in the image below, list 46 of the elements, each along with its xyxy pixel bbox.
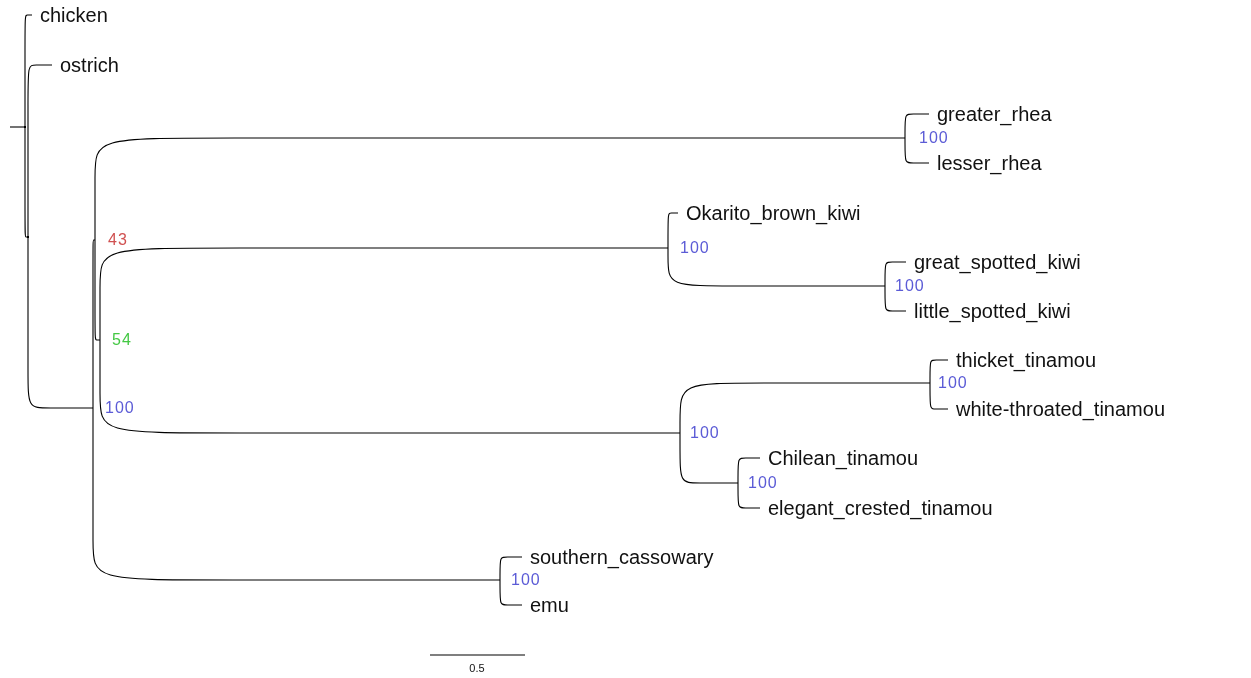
tree-branch bbox=[929, 359, 949, 384]
taxon-label: ostrich bbox=[52, 53, 119, 77]
tree-branch bbox=[27, 236, 94, 409]
tree-branch bbox=[904, 137, 930, 164]
tree-branch bbox=[679, 432, 739, 484]
bootstrap-value: 100 bbox=[930, 374, 968, 392]
tree-branch bbox=[99, 247, 669, 341]
taxon-label: emu bbox=[522, 593, 569, 617]
bootstrap-value: 100 bbox=[738, 474, 778, 492]
tree-branch bbox=[499, 556, 523, 581]
tree-branch bbox=[884, 261, 907, 287]
taxon-label: great_spotted_kiwi bbox=[906, 250, 1081, 274]
tree-branch bbox=[99, 339, 681, 434]
taxon-label: Chilean_tinamou bbox=[760, 446, 919, 470]
taxon-label: lesser_rhea bbox=[929, 151, 1042, 175]
tree-branch bbox=[679, 382, 931, 434]
taxon-label: white-throated_tinamou bbox=[948, 397, 1165, 421]
bootstrap-value: 43 bbox=[95, 231, 128, 249]
tree-branch bbox=[92, 239, 96, 409]
bootstrap-value: 100 bbox=[500, 571, 541, 589]
taxon-label: elegant_crested_tinamou bbox=[760, 496, 993, 520]
tree-branch bbox=[904, 113, 930, 139]
bootstrap-value: 100 bbox=[668, 239, 710, 257]
taxon-label: Okarito_brown_kiwi bbox=[678, 201, 861, 225]
taxon-label: chicken bbox=[32, 3, 108, 27]
taxon-label: thicket_tinamou bbox=[948, 348, 1097, 372]
scale-label: 0.5 bbox=[468, 662, 486, 674]
tree-branch bbox=[499, 579, 523, 606]
taxon-label: greater_rhea bbox=[929, 102, 1052, 126]
tree-branch bbox=[24, 126, 29, 238]
bootstrap-value: 100 bbox=[93, 399, 135, 417]
taxon-label: little_spotted_kiwi bbox=[906, 299, 1071, 323]
tree-branch bbox=[737, 457, 761, 484]
tree-branch bbox=[27, 64, 53, 238]
tree-branch bbox=[92, 407, 501, 581]
bootstrap-value: 100 bbox=[885, 277, 925, 295]
tree-branch bbox=[94, 239, 101, 341]
tree-branch bbox=[929, 382, 949, 410]
bootstrap-value: 100 bbox=[905, 129, 949, 147]
tree-branch bbox=[737, 482, 761, 509]
bootstrap-value: 100 bbox=[680, 424, 720, 442]
tree-branch bbox=[884, 285, 907, 312]
tree-branch bbox=[667, 247, 886, 287]
bootstrap-value: 54 bbox=[100, 331, 132, 349]
tree-branch bbox=[94, 137, 906, 241]
taxon-label: southern_cassowary bbox=[522, 545, 714, 569]
